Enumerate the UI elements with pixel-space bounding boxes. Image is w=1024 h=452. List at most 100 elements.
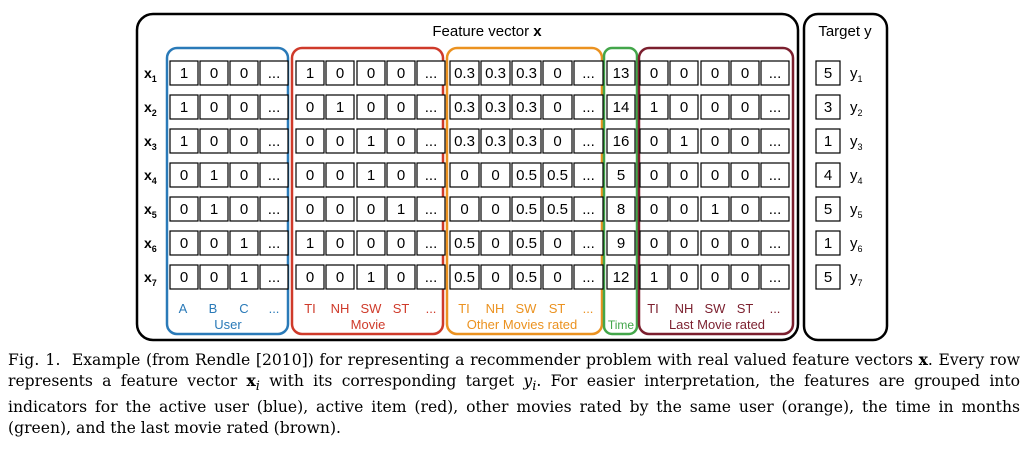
movie-cell-value: 0 [367,99,375,116]
last-cell [730,162,760,188]
last-cell [730,230,760,256]
user-cell-value: ... [268,201,281,218]
user-cell-value: ... [268,269,281,286]
target-value: 5 [824,201,832,218]
last-cell [760,230,790,256]
user-col-more: ... [269,301,280,316]
last-cell [700,60,730,86]
other-cell [542,196,573,222]
movie-cell [325,162,355,188]
other-cell [542,128,573,154]
caption-text-1: Example (from Rendle [2010]) for represe… [71,351,919,369]
user-cell [199,94,229,120]
last-cell-value: ... [769,269,782,286]
last-cell [669,196,699,222]
other-cell-value: ... [582,235,595,252]
last-cell [669,94,699,120]
other-cell [480,60,511,86]
movie-cell [386,60,416,86]
movie-cell [416,60,446,86]
movie-cell [356,94,386,120]
other-cell-value: 0 [491,167,499,184]
user-cell [259,128,289,154]
movie-cell-value: 0 [367,201,375,218]
user-cell-value: ... [268,235,281,252]
other-cell-value: 0.3 [485,65,506,82]
last-cell-value: ... [769,133,782,150]
movie-cell [386,264,416,290]
other-cell-value: 0.3 [454,133,475,150]
other-cell [480,94,511,120]
movie-cell-value: ... [425,99,438,116]
movie-cell [356,264,386,290]
last-cell-value: 0 [741,235,749,252]
movie-cell [386,128,416,154]
caption-x-symbol: x [918,350,928,369]
other-cell [511,196,542,222]
last-cell-value: ... [769,65,782,82]
target-value: 1 [824,133,832,150]
last-cell [639,128,669,154]
time-cell-value: 5 [617,167,625,184]
user-cell-value: 1 [180,65,188,82]
other-cell [542,60,573,86]
last-cell-value: 0 [741,167,749,184]
other-cell-value: 0.5 [547,167,568,184]
time-cell [606,162,636,188]
feature-matrix-figure: Feature vector x Target y A B C ... User… [135,12,889,342]
time-cell-value: 13 [613,65,630,82]
other-col-sw: SW [516,301,538,316]
movie-cell [295,264,325,290]
last-cell-value: 0 [711,167,719,184]
time-cell [606,94,636,120]
caption-xi-symbol: x [246,370,256,390]
last-cell-value: 1 [711,201,719,218]
time-cell [606,196,636,222]
movie-cell [416,162,446,188]
last-cell-value: 0 [680,201,688,218]
feature-vector-title: Feature vector x [432,23,542,40]
target-cell [815,94,841,120]
movie-cell [386,230,416,256]
movie-cell-value: 1 [306,65,314,82]
last-cell [760,162,790,188]
other-cell-value: ... [582,65,595,82]
user-cell-value: 0 [210,133,218,150]
other-cell [573,264,604,290]
user-cell [199,196,229,222]
target-label: y1 [850,65,863,84]
time-column-labels: Time [608,318,635,332]
other-cell-value: 0 [491,235,499,252]
movie-cell-value: 1 [336,99,344,116]
last-cell-value: 0 [741,99,749,116]
movie-col-st: ST [393,301,410,316]
row-label: x5 [144,201,157,220]
last-cell-value: 0 [680,65,688,82]
other-cell [511,264,542,290]
other-cell [480,128,511,154]
other-col-st: ST [549,301,566,316]
user-cell [169,60,199,86]
movie-cell [386,162,416,188]
caption-yi-subscript: i [532,378,537,394]
last-cell-value: 0 [650,133,658,150]
last-cell [700,128,730,154]
user-cell [259,230,289,256]
row-label: x1 [144,65,157,84]
other-cell [511,230,542,256]
caption-paragraph: Fig. 1. Example (from Rendle [2010]) for… [8,350,1020,438]
other-cell-value: 0 [553,65,561,82]
other-cell-value: 0.5 [516,167,537,184]
time-group-name: Time [608,318,635,332]
movie-cell [416,196,446,222]
last-cell-value: 0 [741,65,749,82]
user-cell-value: 1 [240,269,248,286]
last-col-st: ST [737,301,754,316]
caption-text-2: . Every row represents a feature vector [8,351,1020,390]
user-cell-value: 1 [210,201,218,218]
last-col-nh: NH [675,301,694,316]
user-cell-value: 0 [240,167,248,184]
other-cell-value: 0.5 [547,201,568,218]
row-label: x4 [144,167,157,186]
last-cell [730,196,760,222]
